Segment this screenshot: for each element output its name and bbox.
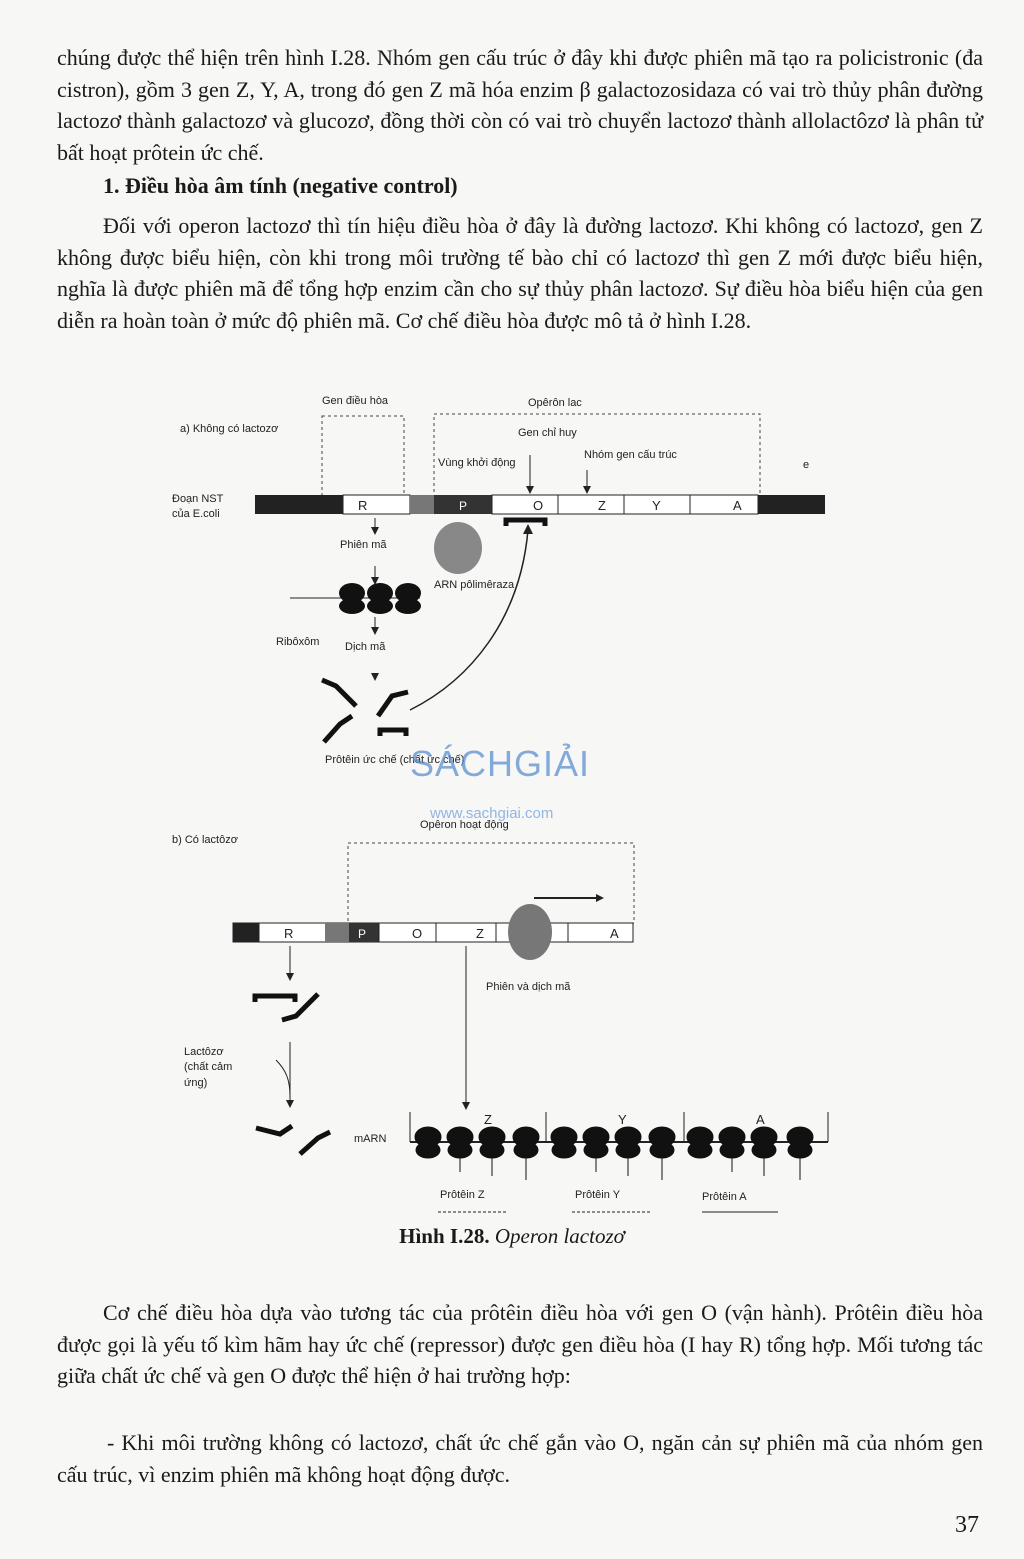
operon-figure: a) Không có lactozơ Gen điều hòa Opêrôn … [0, 380, 1024, 1240]
gene-r: R [358, 498, 367, 513]
lactozo-label-1: Lactôzơ [184, 1046, 224, 1058]
gene-b-p: P [358, 927, 366, 941]
paragraph-2: Đối với operon lactozơ thì tín hiệu điều… [57, 213, 983, 333]
paragraph-4: - Khi môi trường không có lactozơ, chất … [57, 1430, 983, 1487]
lactozo-label-2: (chất cảm [184, 1061, 232, 1073]
vung-khoi-dong-label: Vùng khởi động [438, 457, 516, 469]
gene-z: Z [598, 498, 606, 513]
gene-b-a: A [610, 926, 619, 941]
operon-hoat-dong-label: Opêron hoạt động [420, 819, 509, 831]
protein-z-label: Prôtêin Z [440, 1189, 485, 1201]
panel-a: a) Không có lactozơ Gen điều hòa Opêrôn … [172, 395, 825, 766]
gene-p: P [459, 499, 467, 513]
operon-lac-label: Opêrôn lac [528, 397, 582, 409]
panel-a-label: a) Không có lactozơ [180, 423, 278, 435]
page-number: 37 [955, 1512, 979, 1538]
paragraph-1: chúng được thể hiện trên hình I.28. Nhóm… [57, 45, 983, 165]
marn-label: mARN [354, 1133, 386, 1145]
cua-e-coli-label: của E.coli [172, 508, 220, 520]
watermark: SÁCHGIẢI www.sachgiai.com [410, 733, 620, 823]
nhom-gen-cau-truc-label: Nhóm gen cấu trúc [584, 449, 677, 461]
riboxom-label: Ribôxôm [276, 636, 319, 648]
mrna-y: Y [618, 1112, 627, 1127]
watermark-url: www.sachgiai.com [430, 805, 554, 822]
e-label: e [803, 459, 809, 471]
arn-polimeraza-label: ARN pôlimêraza [434, 579, 515, 591]
mrna-z: Z [484, 1112, 492, 1127]
gen-dieu-hoa-label: Gen điều hòa [322, 395, 389, 407]
protein-y-label: Prôtêin Y [575, 1189, 621, 1201]
protein-a-label: Prôtêin A [702, 1191, 747, 1203]
phien-ma-label: Phiên mã [340, 539, 387, 551]
gene-b-r: R [284, 926, 293, 941]
doan-nst-label: Đoạn NST [172, 493, 224, 505]
gene-o: O [533, 498, 543, 513]
caption-title: Operon lactozơ [494, 1224, 625, 1248]
phien-va-dich-ma-label: Phiên và dịch mã [486, 981, 571, 993]
lactozo-label-3: ứng) [184, 1077, 207, 1089]
section-heading: 1. Điều hòa âm tính (negative control) [103, 173, 458, 198]
paragraph-3: Cơ chế điều hòa dựa vào tương tác của pr… [57, 1300, 983, 1388]
gene-y: Y [652, 498, 661, 513]
figure-caption: Hình I.28. Operon lactozơ [0, 1224, 1024, 1249]
panel-b-label: b) Có lactôzơ [172, 834, 238, 846]
watermark-brand: SÁCHGIẢI [410, 743, 591, 784]
protein-uc-che-label: Prôtêin ức chế (chất ức chế) [325, 754, 464, 766]
caption-number: Hình I.28. [399, 1224, 490, 1248]
dich-ma-label: Dịch mã [345, 641, 386, 653]
gen-chi-huy-label: Gen chỉ huy [518, 427, 577, 439]
gene-b-o: O [412, 926, 422, 941]
gene-a: A [733, 498, 742, 513]
mrna-a: A [756, 1112, 765, 1127]
gene-b-z: Z [476, 926, 484, 941]
panel-b: Opêron hoạt động b) Có lactôzơ R P O Z A… [172, 819, 829, 1213]
